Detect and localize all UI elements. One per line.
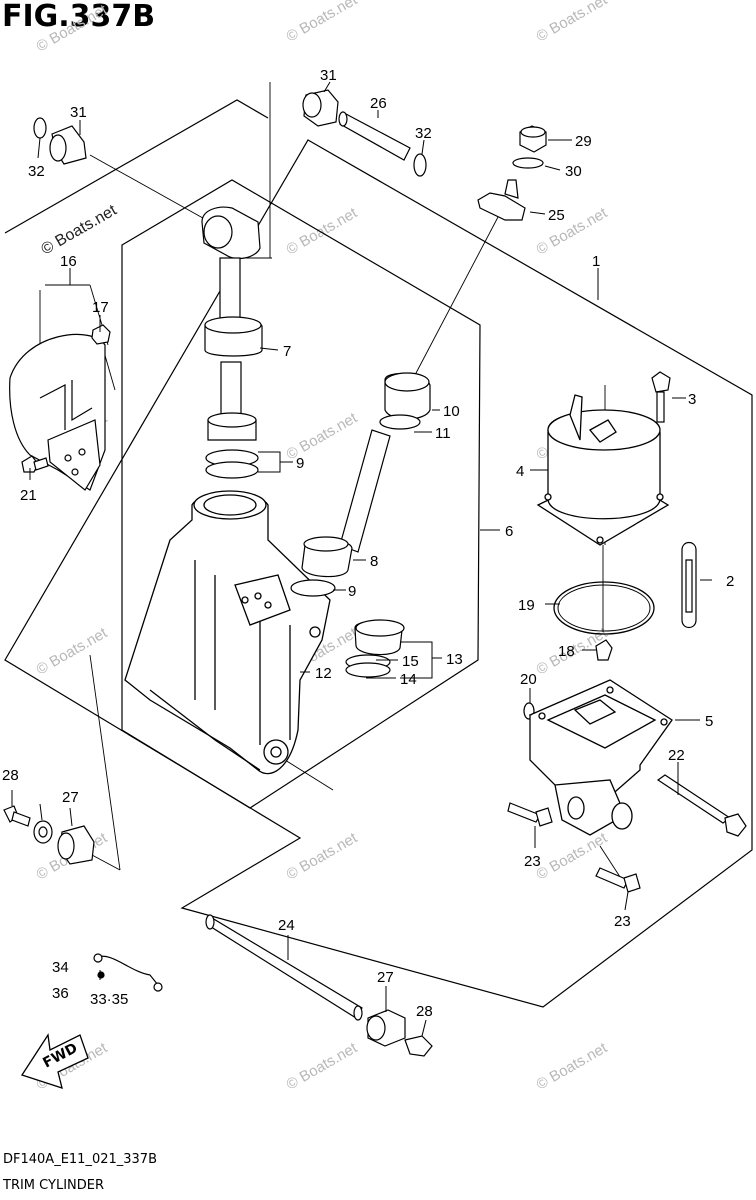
o-ring-part: [523, 702, 535, 720]
callout-28: 28: [2, 767, 19, 784]
callout-26: 26: [370, 95, 387, 112]
callout-15: 15: [402, 653, 419, 670]
callout-24: 24: [278, 917, 295, 934]
model-code: DF140A_E11_021_337B: [3, 1152, 157, 1167]
callout-18: 18: [558, 643, 575, 660]
assembly-frame-outer: [4, 99, 753, 1008]
callout-34: 34: [52, 959, 69, 976]
callout-21: 21: [20, 487, 37, 504]
callout-20: 20: [520, 671, 537, 688]
valve-cap-part: [477, 125, 547, 221]
watermark: © Boats.net: [39, 202, 121, 259]
bushing-part: [33, 117, 87, 165]
part-name: TRIM CYLINDER: [3, 1178, 105, 1193]
callout-8: 8: [370, 553, 378, 570]
o-ring-part: [553, 581, 655, 635]
callout-32: 32: [415, 125, 432, 142]
bushing-part: [366, 1009, 433, 1057]
callout-33-35: 33·35: [90, 991, 128, 1008]
callout-36: 36: [52, 985, 69, 1002]
callout-31: 31: [70, 104, 87, 121]
watermark: © Boats.net: [534, 0, 611, 45]
callout-13: 13: [446, 651, 463, 668]
callout-19: 19: [518, 597, 535, 614]
callout-10: 10: [443, 403, 460, 420]
callout-leaders: [11, 81, 712, 1037]
callout-9: 9: [296, 455, 304, 472]
callout-6: 6: [505, 523, 513, 540]
cylinder-body: [124, 490, 331, 775]
callout-31: 31: [320, 67, 337, 84]
nut-part: [91, 324, 111, 345]
callout-27: 27: [377, 969, 394, 986]
watermark: © Boats.net: [284, 1039, 361, 1093]
callout-25: 25: [548, 207, 565, 224]
callout-27: 27: [62, 789, 79, 806]
watermark: © Boats.net: [34, 624, 111, 678]
filter-part: [595, 639, 613, 661]
watermark: © Boats.net: [284, 204, 361, 258]
callout-16: 16: [60, 253, 77, 270]
callout-1: 1: [592, 253, 600, 270]
callout-5: 5: [705, 713, 713, 730]
free-piston-part: [290, 372, 431, 678]
watermark: © Boats.net: [34, 1, 111, 55]
callout-28: 28: [416, 1003, 433, 1020]
callout-12: 12: [315, 665, 332, 682]
watermark: © Boats.net: [534, 1039, 611, 1093]
callout-11: 11: [435, 425, 451, 442]
long-bolt: [656, 774, 747, 837]
trim-motor: [536, 394, 670, 546]
cylinder-sub-frame: [121, 179, 481, 809]
callout-22: 22: [668, 747, 685, 764]
callout-23: 23: [614, 913, 631, 930]
forward-direction-arrow: FWD: [20, 1033, 89, 1089]
oil-pump: [528, 679, 673, 836]
watermark: © Boats.net: [284, 0, 361, 45]
watermark: © Boats.net: [534, 204, 611, 258]
watermark: © Boats.net: [284, 829, 361, 883]
callout-32: 32: [28, 163, 45, 180]
callout-30: 30: [565, 163, 582, 180]
callout-29: 29: [575, 133, 592, 150]
callout-9: 9: [348, 583, 356, 600]
clip-part: [681, 541, 697, 629]
figure-title: FIG.337B: [2, 0, 156, 34]
bushing-part: [3, 805, 95, 865]
callout-labels: 31 26 32 29 30 25 31 32 1 16 17 7 3 10 1…: [2, 67, 734, 1020]
o-ring-part: [557, 584, 651, 632]
callout-4: 4: [516, 463, 524, 480]
grounding-wire: [93, 953, 163, 992]
callout-23: 23: [524, 853, 541, 870]
callout-2: 2: [726, 573, 734, 590]
bolt-part: [21, 455, 49, 473]
bolt-part: [651, 371, 671, 423]
callout-17: 17: [92, 299, 109, 316]
callout-14: 14: [400, 671, 417, 688]
bolt-part: [507, 802, 641, 893]
pin-part: [302, 89, 427, 177]
cover-plate: [9, 333, 106, 491]
piston-rod: [201, 206, 263, 479]
callout-7: 7: [283, 343, 291, 360]
callout-3: 3: [688, 391, 696, 408]
pin-part: [205, 914, 363, 1021]
